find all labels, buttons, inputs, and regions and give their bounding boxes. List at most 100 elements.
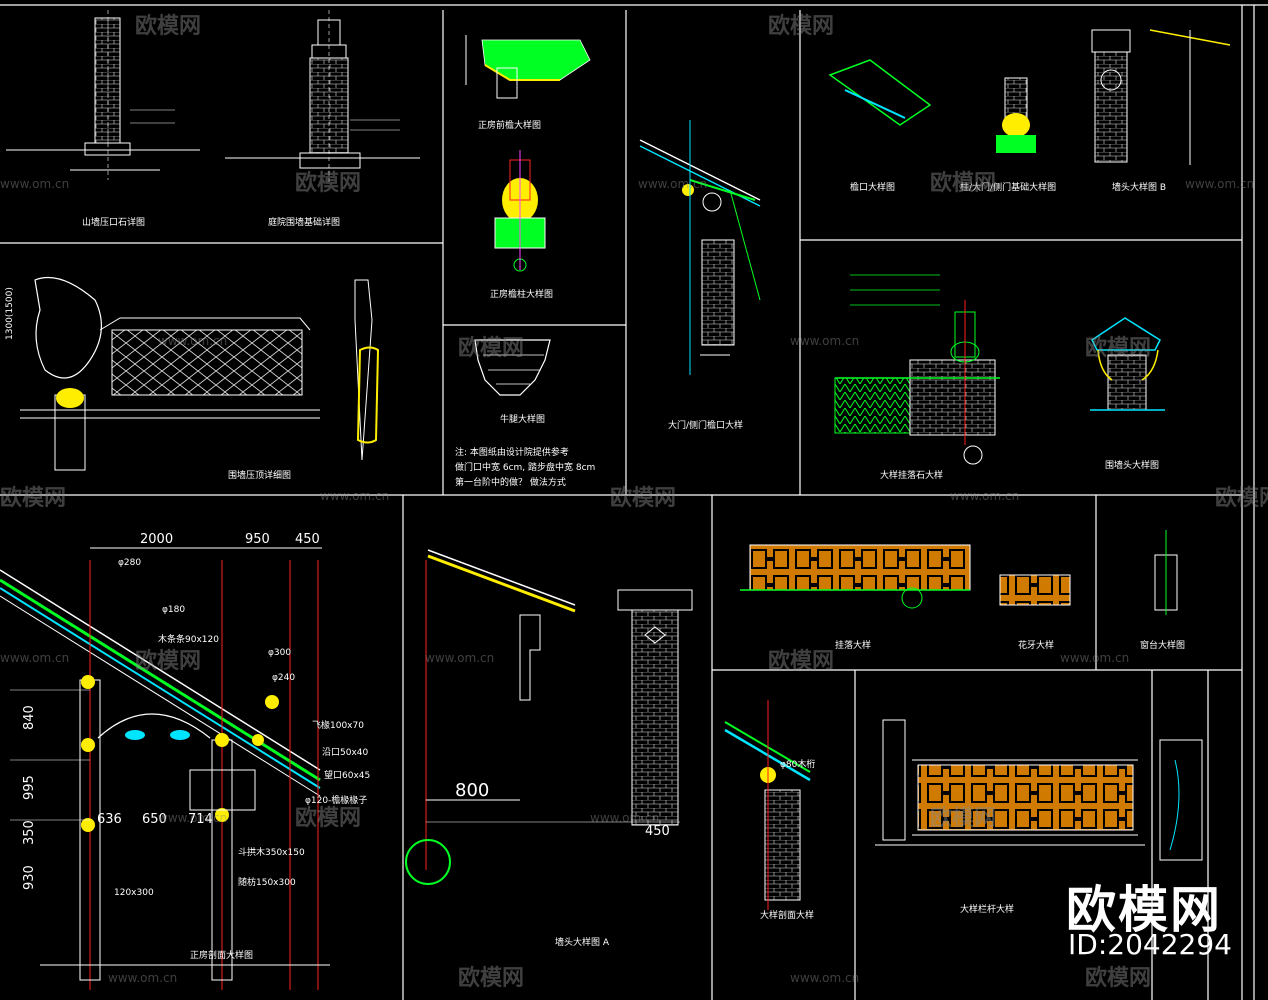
caption: 正房前檐大样图 <box>478 119 541 131</box>
watermark: 欧模网 <box>458 965 524 991</box>
dim-phi80: φ80木桁 <box>780 758 815 770</box>
caption: 围墙压顶详细图 <box>228 469 291 481</box>
caption: 山墙压口石详图 <box>82 216 145 228</box>
detail-lower-eave <box>724 700 811 910</box>
caption: 墙头大样图 B <box>1112 181 1166 193</box>
dim-l60: 望口60x45 <box>324 769 370 781</box>
brand-logo-text: 欧模网 <box>1066 881 1222 939</box>
dim-350: 350 <box>22 820 37 845</box>
note-line2: 做门口中宽 6cm, 踏步盘中宽 8cm <box>455 461 595 473</box>
detail-wall-coping <box>6 10 200 180</box>
dim-800: 800 <box>455 780 489 801</box>
detail-front-eave <box>465 35 591 99</box>
watermark-url: www.om.cn <box>158 811 227 825</box>
caption: 挂落大样 <box>835 639 871 651</box>
watermark: 欧模网 <box>1085 965 1151 991</box>
watermark: 欧模网 <box>0 485 66 511</box>
caption: 大样挂落石大样 <box>880 469 943 481</box>
watermark-url: www.om.cn <box>0 177 69 191</box>
detail-bracket <box>474 339 551 396</box>
caption: 檐口大样图 <box>850 181 895 193</box>
note-line1: 注: 本图纸由设计院提供参考 <box>455 446 569 458</box>
brand-id: ID:2042294 <box>1068 928 1232 961</box>
dim-450: 450 <box>295 532 320 547</box>
watermark: 欧模网 <box>295 805 361 831</box>
dim-930: 930 <box>22 865 37 890</box>
drawing-note: 注: 本图纸由设计院提供参考 做门口中宽 6cm, 踏步盘中宽 8cm 第一台阶… <box>455 446 595 488</box>
dim-y50: 沿口50x40 <box>322 747 369 758</box>
watermark-url: www.om.cn <box>790 971 859 985</box>
dim-2000: 2000 <box>140 532 173 547</box>
caption: 庭院围墙基础详图 <box>268 216 340 228</box>
detail-captions: 山墙压口石详图 庭院围墙基础详图 正房前檐大样图 正房檐柱大样图 牛腿大样图 大… <box>82 119 1185 961</box>
dim-p280: φ280 <box>118 558 141 568</box>
detail-wall-top <box>20 276 380 471</box>
detail-column-foundation <box>834 274 1000 465</box>
dim-n120: 120x300 <box>114 888 154 898</box>
note-line3: 第一台阶中的做？ 做法方式 <box>455 476 566 488</box>
detail-balustrade <box>875 719 1203 861</box>
dim-995: 995 <box>22 775 37 800</box>
dim-n350: 斗拱木350x150 <box>238 846 305 858</box>
watermark-url: www.om.cn <box>425 651 494 665</box>
dim-1300: 1300(1500) <box>5 287 15 340</box>
dim-636: 636 <box>97 812 122 827</box>
caption: 墙头大样图 A <box>555 936 610 948</box>
dim-650: 650 <box>142 812 167 827</box>
watermark-url: www.om.cn <box>638 177 707 191</box>
dimension-labels: 2000 950 450 φ280 φ180 木条条90x120 φ300 φ2… <box>5 287 815 898</box>
detail-front-column <box>494 150 546 272</box>
detail-eave-upper-right <box>828 29 1231 165</box>
dim-n150: 随枋150x300 <box>238 876 296 888</box>
caption: 牛腿大样图 <box>500 413 545 425</box>
caption: 花牙大样 <box>1018 639 1054 651</box>
watermark: 欧模网 <box>930 170 996 196</box>
detail-main-section <box>0 547 330 990</box>
watermark: 欧模网 <box>135 13 201 39</box>
watermark: 欧模网 <box>768 648 834 674</box>
caption: 围墙头大样图 <box>1105 459 1159 471</box>
watermark-url: www.om.cn <box>1185 177 1254 191</box>
watermark: 欧模网 <box>1215 485 1268 511</box>
caption: 柱/大门/侧门基础大样图 <box>960 181 1056 193</box>
watermark: 欧模网 <box>458 335 524 361</box>
caption: 窗台大样图 <box>1140 639 1185 651</box>
watermark-url: www.om.cn <box>158 334 227 348</box>
watermark: 欧模网 <box>610 485 676 511</box>
dim-p300: φ300 <box>268 648 291 658</box>
watermark: 欧模网 <box>295 170 361 196</box>
detail-gate-eave <box>639 120 761 375</box>
caption: 大样剖面大样 <box>760 909 814 921</box>
detail-yard-wall-base <box>225 10 420 185</box>
watermark-url: www.om.cn <box>950 489 1019 503</box>
watermark: 欧模网 <box>135 648 201 674</box>
watermark-url: www.om.cn <box>0 651 69 665</box>
watermarks: 欧模网 欧模网 欧模网 欧模网 欧模网 欧模网 欧模网 欧模网 欧模网 欧模网 … <box>0 13 1268 991</box>
detail-wall-head-b <box>1090 317 1165 411</box>
watermark-url: www.om.cn <box>590 811 659 825</box>
sheet-frame <box>0 4 1268 1000</box>
caption: 正房剖面大样图 <box>190 949 253 961</box>
watermark-url: www.om.cn <box>108 971 177 985</box>
detail-wall-head-a <box>405 549 693 885</box>
dim-p240: φ240 <box>272 673 295 683</box>
dim-950: 950 <box>245 532 270 547</box>
dim-450b: 450 <box>645 824 670 839</box>
dim-714: 714 <box>188 812 213 827</box>
caption: 大样栏杆大样 <box>960 903 1014 915</box>
caption: 大门/侧门檐口大样 <box>668 419 743 431</box>
dim-840: 840 <box>22 705 37 730</box>
watermark: 欧模网 <box>930 805 996 831</box>
watermark-url: www.om.cn <box>1060 651 1129 665</box>
watermark: 欧模网 <box>768 13 834 39</box>
dim-beam: 木条条90x120 <box>158 633 219 645</box>
watermark-url: www.om.cn <box>320 489 389 503</box>
watermark: 欧模网 <box>1085 335 1151 361</box>
dim-p180: φ180 <box>162 605 185 615</box>
caption: 正房檐柱大样图 <box>490 288 553 300</box>
watermark-url: www.om.cn <box>790 334 859 348</box>
dim-p120: φ120-檐椽椽子 <box>305 794 367 806</box>
dim-fb: 飞椽100x70 <box>312 719 364 731</box>
detail-railing <box>740 530 1178 615</box>
